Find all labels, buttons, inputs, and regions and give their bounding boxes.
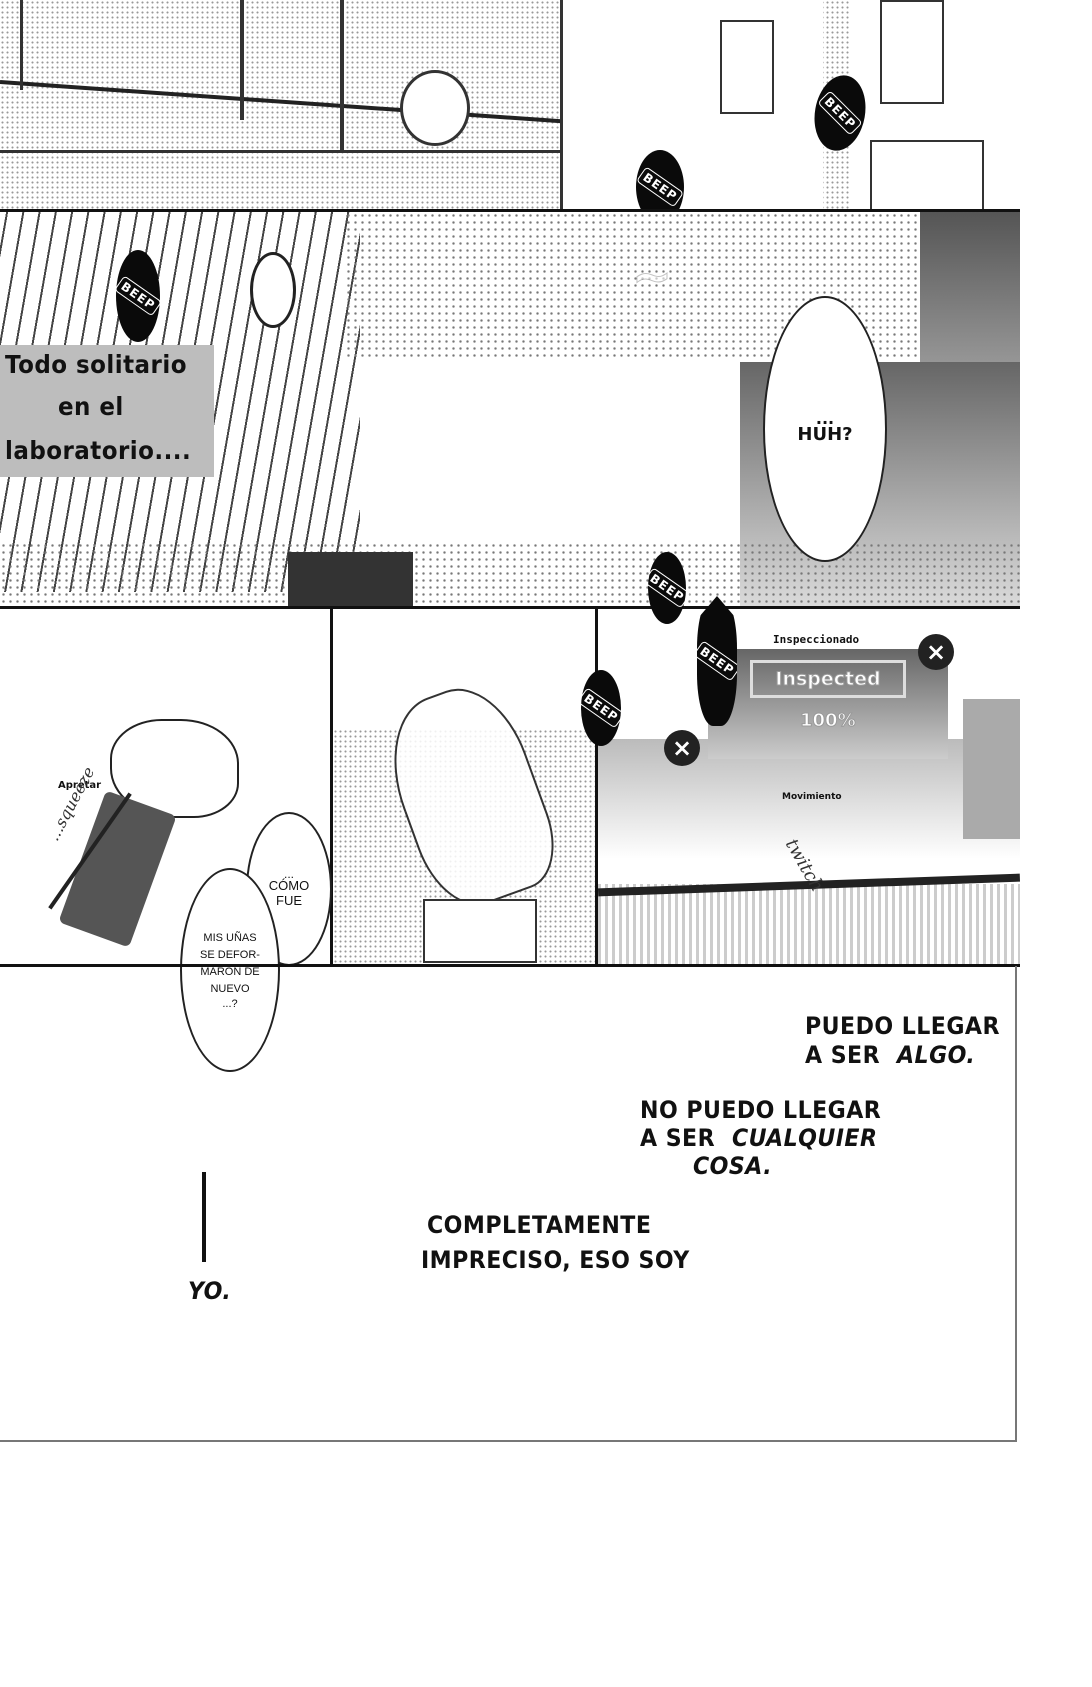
- beep-bubble: BEEP: [642, 552, 692, 624]
- caption-line: laboratorio....: [5, 436, 192, 465]
- vertical-stroke: [202, 1172, 206, 1262]
- panel-border: [595, 609, 598, 966]
- screen-percent-text: 100%: [800, 710, 857, 732]
- bubble-dots: ...?: [222, 998, 238, 1010]
- caption-box: [0, 345, 214, 477]
- close-icon[interactable]: ×: [664, 730, 700, 766]
- beep-bubble: BEEP: [697, 596, 737, 726]
- narration-text: PUEDO LLEGAR: [805, 1012, 1000, 1040]
- panel-border: [0, 606, 1020, 609]
- panel-border: [0, 964, 1020, 967]
- narration-emphasis: COSA.: [693, 1152, 773, 1180]
- bubble-text: CÓMO: [268, 878, 310, 893]
- label-apretar: Apretar: [58, 780, 102, 791]
- bubble-text: NUEVO: [210, 983, 250, 995]
- label-inspeccionado: Inspeccionado: [773, 633, 860, 646]
- caption-line: Todo solitario: [5, 350, 187, 379]
- narration-text: IMPRECISO, ESO SOY: [421, 1246, 690, 1274]
- panel-border: [0, 209, 1020, 212]
- bubble-dots: ...: [815, 408, 835, 428]
- narration-text: A SER: [640, 1124, 716, 1152]
- bubble-text: MIS UÑAS: [203, 932, 257, 944]
- narration-line: A SER CUALQUIER: [640, 1124, 890, 1152]
- inspected-screen-box: Inspected: [750, 660, 906, 698]
- page-right-border: [1015, 966, 1017, 1442]
- caption-line: en el: [58, 392, 124, 421]
- panel-screen: [598, 609, 1020, 964]
- bubble-text: MARON DE: [200, 966, 260, 978]
- speech-bubble-huh: ... HUH?: [763, 296, 887, 562]
- bubble-text: SE DEFOR-: [200, 949, 260, 961]
- panel-border: [330, 609, 333, 966]
- close-icon[interactable]: ×: [918, 634, 954, 670]
- screen-inspected-text: Inspected: [775, 668, 881, 691]
- narration-text: COMPLETAMENTE: [427, 1211, 652, 1239]
- speech-bubble-unas: MIS UÑAS SE DEFOR- MARON DE NUEVO ...?: [180, 868, 280, 1072]
- panel-lab-shelves: [0, 0, 1020, 210]
- narration-emphasis: ALGO.: [897, 1041, 976, 1069]
- beep-bubble: BEEP: [113, 250, 163, 342]
- panel-open-hand: [333, 609, 595, 964]
- bubble-text: FUE: [276, 893, 302, 908]
- bubble-text: HUH?: [797, 423, 853, 445]
- page-bottom-border: [0, 1440, 1016, 1442]
- narration-emphasis: CUALQUIER: [732, 1124, 878, 1152]
- narration-text: A SER: [805, 1041, 881, 1069]
- narration-emphasis: YO.: [188, 1277, 232, 1305]
- narration-text: NO PUEDO LLEGAR: [640, 1096, 882, 1124]
- narration-line: A SER ALGO.: [805, 1041, 982, 1069]
- beep-bubble: BEEP: [576, 670, 626, 746]
- bubble-dots: ...: [283, 867, 294, 881]
- label-movimiento: Movimiento: [782, 792, 842, 802]
